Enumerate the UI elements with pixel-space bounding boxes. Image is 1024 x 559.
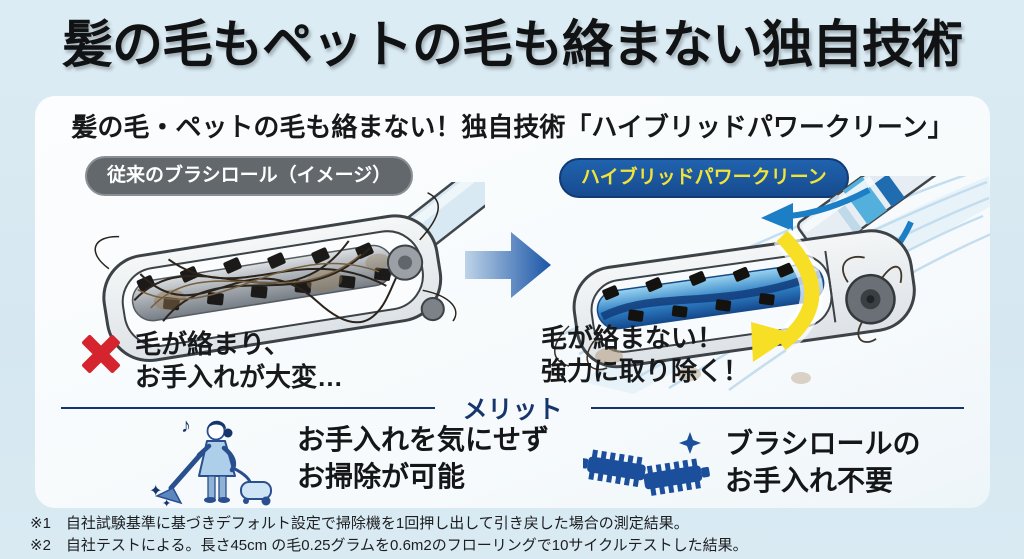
brush-roll-icon	[583, 432, 710, 496]
footnote-2: ※2 自社テストによる。長さ45cm の毛0.25グラムを0.6m2のフローリン…	[30, 536, 748, 554]
before-caption-text: 毛が絡まり、 お手入れが大変…	[135, 329, 344, 393]
merit-divider: メリット	[61, 390, 965, 426]
sparkle-icon	[679, 432, 701, 454]
before-caption: 毛が絡まり、 お手入れが大変…	[77, 328, 343, 395]
hybrid-power-clean-label: ハイブリッドパワークリーン	[559, 158, 849, 198]
x-mark-icon	[82, 335, 120, 373]
music-note-icon: ♪	[181, 415, 191, 437]
page-title: 髪の毛もペットの毛も絡まない独自技術	[61, 16, 963, 73]
merit-heading: メリット	[462, 396, 563, 424]
footnotes: ※1 自社試験基準に基づきデフォルト設定で掃除機を1回押し出して引き戻した場合の…	[30, 513, 748, 557]
woman-vacuuming-illustration: ♪ ✦ ✦	[149, 415, 272, 508]
conventional-brushroll-label: 従来のブラシロール（イメージ）	[85, 156, 414, 196]
merit-1-text: お手入れを気にせず お掃除が可能	[297, 424, 550, 492]
hybrid-brushroll-illustration	[554, 176, 990, 394]
sparkle-icon: ✦	[162, 498, 171, 508]
after-caption-text: 毛が絡まない！ 強力に取り除く！	[541, 323, 750, 387]
divider-line	[61, 406, 435, 410]
content-panel: 髪の毛・ペットの毛も絡まない！独自技術「ハイブリッドパワークリーン」 従来のブラ…	[35, 96, 990, 508]
subtitle: 髪の毛・ペットの毛も絡まない！独自技術「ハイブリッドパワークリーン」	[71, 112, 954, 142]
after-caption: 毛が絡まない！ 強力に取り除く！	[541, 322, 749, 389]
footnote-1: ※1 自社試験基準に基づきデフォルト設定で掃除機を1回押し出して引き戻した場合の…	[30, 515, 689, 532]
divider-line	[590, 406, 965, 410]
transform-arrow-icon	[465, 232, 551, 298]
conventional-brushroll-illustration	[94, 182, 485, 363]
merit-2-text: ブラシロールの お手入れ不要	[725, 428, 921, 496]
